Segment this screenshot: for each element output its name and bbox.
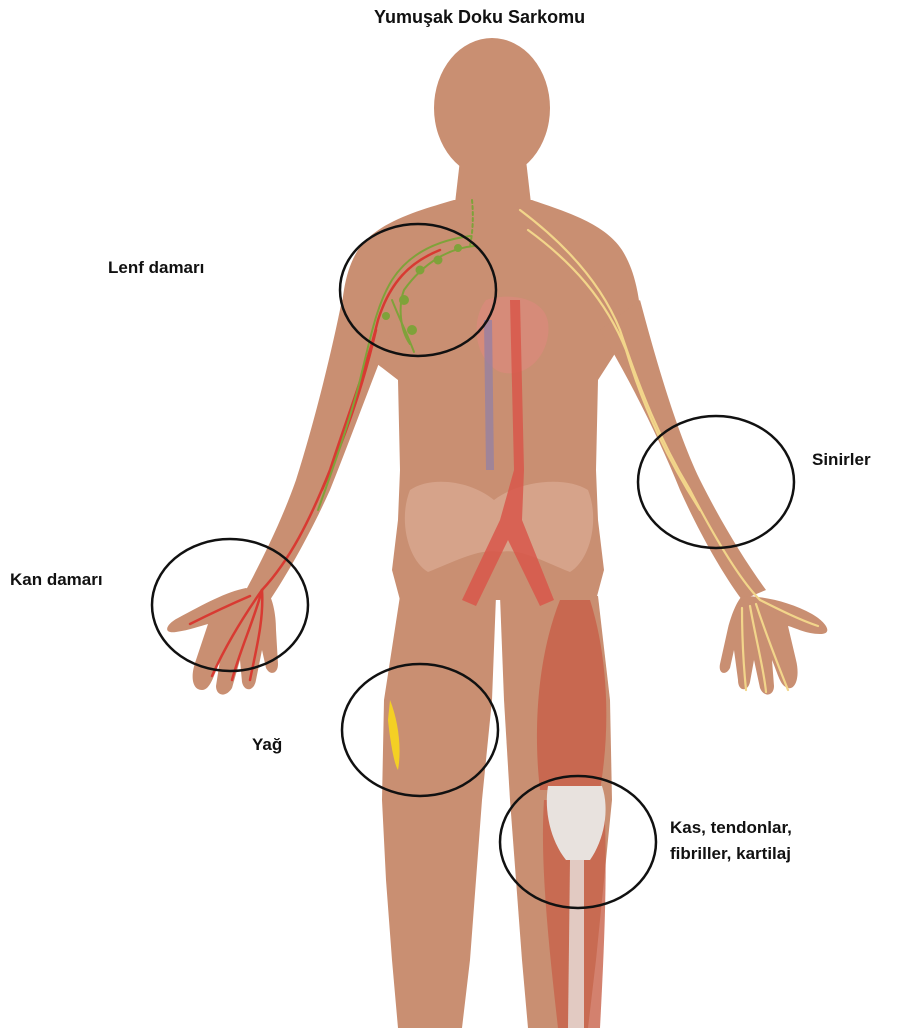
label-muscle-line2: fibriller, kartilaj: [670, 842, 791, 865]
hand-right: [720, 596, 828, 695]
label-lymph-vessel: Lenf damarı: [108, 256, 204, 279]
label-nerves: Sinirler: [812, 448, 871, 471]
diagram-title: Yumuşak Doku Sarkomu: [374, 6, 585, 29]
label-blood-vessel: Kan damarı: [10, 568, 103, 591]
head: [434, 38, 550, 178]
leg-left: [382, 596, 496, 1028]
label-muscle-line1: Kas, tendonlar,: [670, 816, 792, 839]
label-fat: Yağ: [252, 733, 282, 756]
